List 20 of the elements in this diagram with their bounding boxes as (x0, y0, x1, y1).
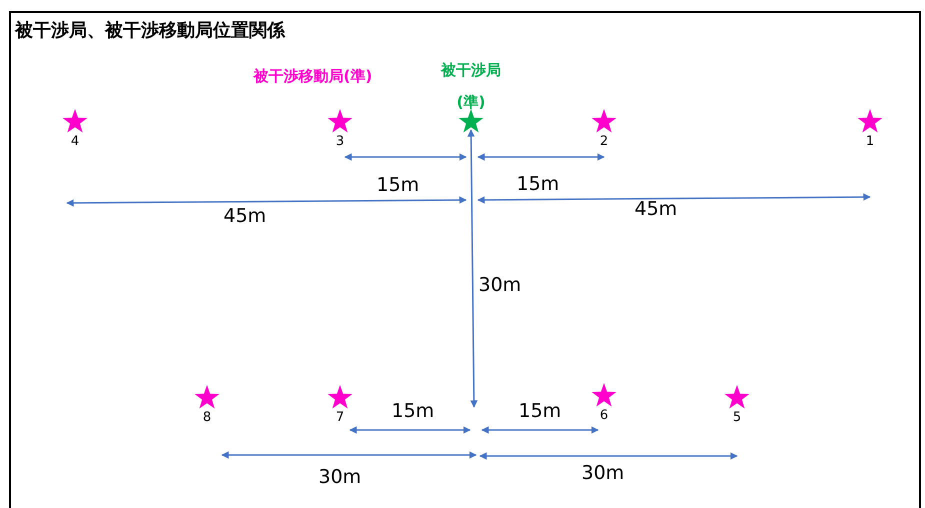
station-number: 5 (732, 411, 742, 425)
dimension-label: 15m (392, 400, 434, 422)
station-label: 被干渉局(準) (440, 60, 502, 113)
station-number: 6 (600, 409, 608, 423)
dimension-label: 30m (582, 462, 624, 484)
dimension-label: 30m (318, 466, 362, 488)
station-label: 被干渉移動局(準) (254, 66, 372, 86)
station-number: 2 (600, 135, 608, 149)
station-number: 4 (70, 135, 80, 149)
dimension-label: 15m (516, 173, 560, 195)
dimension-label: 30m (478, 274, 522, 296)
dimension-label: 45m (634, 198, 678, 220)
dimension-label: 15m (376, 174, 420, 196)
station-number: 1 (866, 135, 874, 149)
dimension-label: 45m (224, 205, 266, 227)
dimension-label: 15m (518, 400, 562, 422)
station-number: 8 (202, 411, 212, 425)
station-number: 7 (336, 411, 344, 425)
title: 被干渉局、被干渉移動局位置関係 (15, 19, 285, 42)
station-number: 3 (336, 135, 344, 149)
